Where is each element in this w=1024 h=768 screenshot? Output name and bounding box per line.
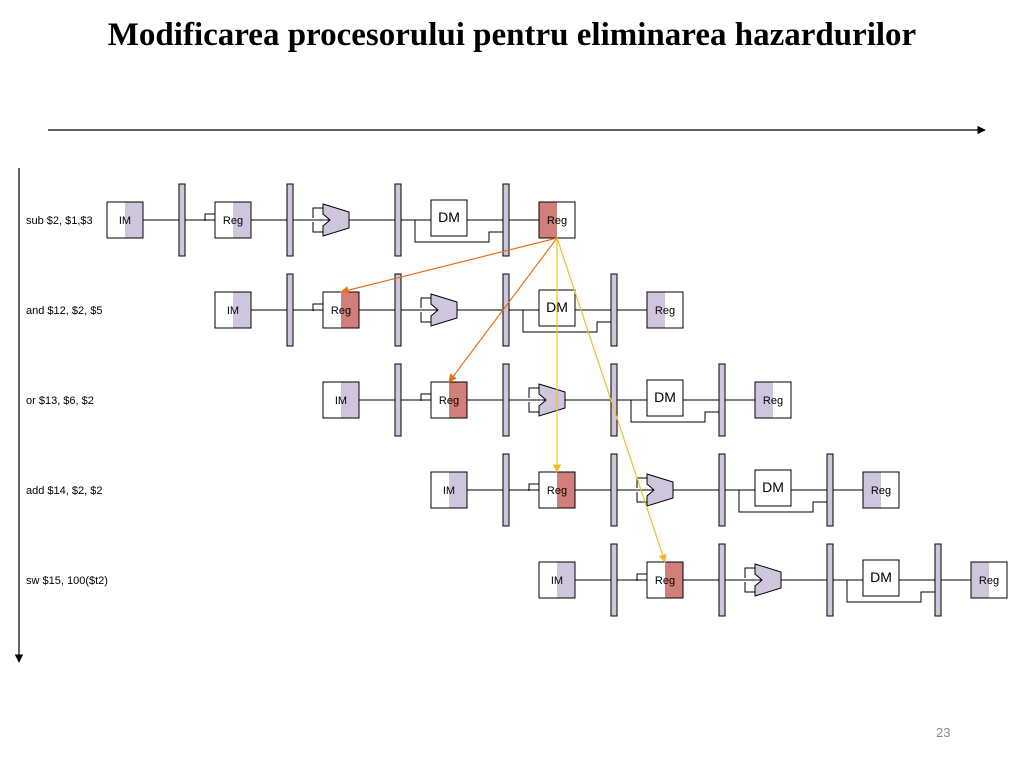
alu-unit: [636, 473, 674, 507]
pipeline-row: sw $15, 100($t2) IM Reg DM Reg: [26, 543, 1008, 617]
instruction-memory-unit: IM: [322, 381, 360, 419]
pipeline-register: [502, 363, 510, 437]
data-memory-unit: DM: [630, 379, 719, 423]
pipeline-row: and $12, $2, $5 IM Reg DM Reg: [26, 273, 684, 347]
forwarding-arrow: [448, 237, 558, 383]
instruction-label: sw $15, 100($t2): [26, 575, 108, 587]
register-file-write-unit: Reg: [970, 561, 1008, 599]
instruction-memory-unit: IM: [538, 561, 576, 599]
register-file-read-label: Reg: [655, 575, 675, 587]
instruction-memory-unit: IM: [430, 471, 468, 509]
register-file-read-unit: Reg: [312, 291, 360, 329]
pipeline-register: [286, 183, 294, 257]
pipeline-register: [934, 543, 942, 617]
pipeline-register: [610, 363, 618, 437]
forwarding-arrow: [340, 237, 558, 295]
register-file-write-unit: Reg: [754, 381, 792, 419]
pipeline-register: [286, 273, 294, 347]
register-file-write-label: Reg: [979, 575, 999, 587]
pipeline-register: [826, 543, 834, 617]
register-file-read-label: Reg: [331, 305, 351, 317]
pipeline-register: [718, 363, 726, 437]
instruction-memory-label: IM: [335, 395, 347, 407]
register-file-write-unit: Reg: [538, 201, 576, 239]
pipeline-register: [394, 183, 402, 257]
data-memory-label: DM: [762, 479, 784, 495]
instruction-memory-label: IM: [551, 575, 563, 587]
instruction-memory-unit: IM: [106, 201, 144, 239]
instruction-label: add $14, $2, $2: [26, 485, 102, 497]
register-file-read-label: Reg: [223, 215, 243, 227]
instruction-memory-label: IM: [119, 215, 131, 227]
pipeline-register: [394, 273, 402, 347]
register-file-read-unit: Reg: [204, 201, 252, 239]
pipeline-register: [610, 273, 618, 347]
pipeline-register: [826, 453, 834, 527]
pipeline-row: sub $2, $1,$3 IM Reg DM Reg: [26, 183, 576, 257]
register-file-write-label: Reg: [547, 215, 567, 227]
data-memory-unit: DM: [414, 199, 503, 243]
forwarding-arrow: [556, 237, 667, 563]
data-memory-unit: DM: [522, 289, 611, 333]
data-memory-unit: DM: [738, 469, 827, 513]
data-memory-label: DM: [870, 569, 892, 585]
register-file-read-unit: Reg: [636, 561, 684, 599]
register-file-write-label: Reg: [763, 395, 783, 407]
instruction-label: or $13, $6, $2: [26, 395, 94, 407]
pipeline-register: [502, 453, 510, 527]
pipeline-register: [718, 543, 726, 617]
pipeline-register: [394, 363, 402, 437]
slide-title: Modificarea procesorului pentru eliminar…: [107, 17, 917, 53]
pipeline-register: [178, 183, 186, 257]
data-memory-label: DM: [438, 209, 460, 225]
register-file-read-unit: Reg: [528, 471, 576, 509]
instruction-label: and $12, $2, $5: [26, 305, 102, 317]
data-memory-label: DM: [654, 389, 676, 405]
alu-unit: [528, 383, 566, 417]
alu-unit: [744, 563, 782, 597]
pipeline-register: [502, 183, 510, 257]
instruction-label: sub $2, $1,$3: [26, 215, 93, 227]
instruction-memory-label: IM: [443, 485, 455, 497]
register-file-read-label: Reg: [439, 395, 459, 407]
pipeline-row: or $13, $6, $2 IM Reg DM Reg: [26, 363, 792, 437]
alu-unit: [312, 203, 350, 237]
pipeline-row: add $14, $2, $2 IM Reg DM Reg: [26, 453, 900, 527]
instruction-memory-unit: IM: [214, 291, 252, 329]
pipeline-register: [610, 543, 618, 617]
register-file-write-unit: Reg: [646, 291, 684, 329]
pipeline-register: [610, 453, 618, 527]
register-file-write-unit: Reg: [862, 471, 900, 509]
pipeline-register: [718, 453, 726, 527]
register-file-read-label: Reg: [547, 485, 567, 497]
page-number: 23: [936, 725, 951, 740]
register-file-write-label: Reg: [871, 485, 891, 497]
alu-unit: [420, 293, 458, 327]
data-memory-unit: DM: [846, 559, 935, 603]
instruction-memory-label: IM: [227, 305, 239, 317]
pipeline-register: [502, 273, 510, 347]
register-file-write-label: Reg: [655, 305, 675, 317]
